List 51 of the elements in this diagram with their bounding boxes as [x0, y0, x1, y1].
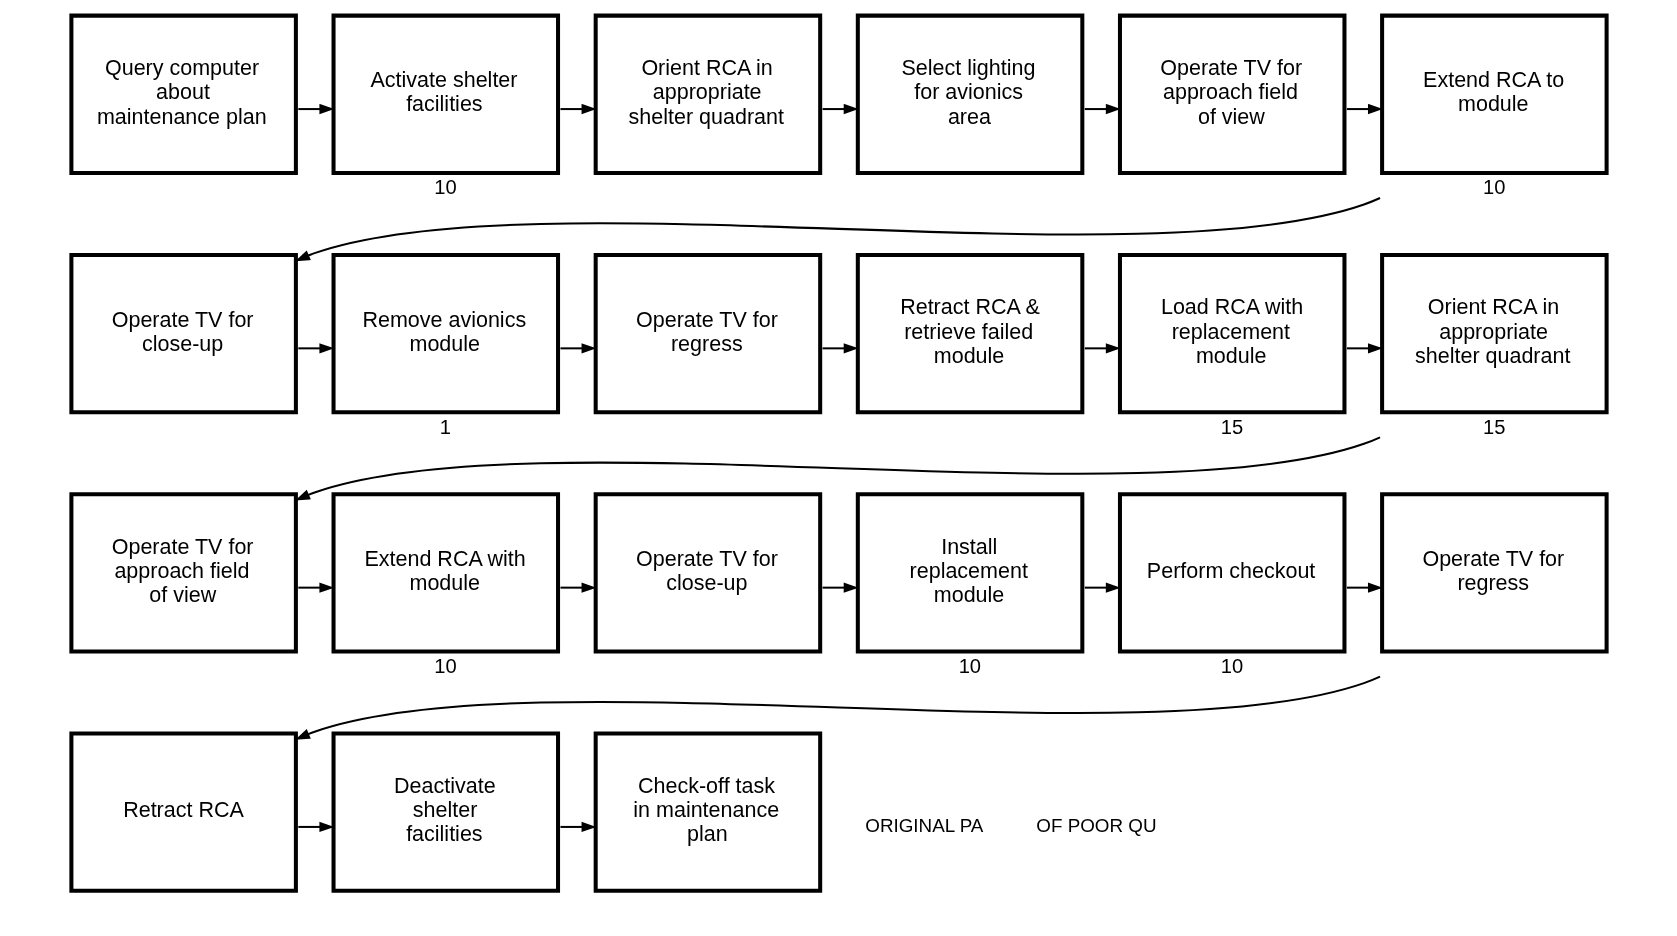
arrow: [1084, 103, 1121, 115]
node-box: Load RCA with replacement module: [1117, 252, 1346, 415]
arrow: [822, 582, 858, 593]
node-box: Retract RCA & retrieve failed module: [855, 252, 1084, 415]
arrow: [1084, 582, 1121, 593]
node-label: 10: [1482, 176, 1505, 199]
node-box: Operate TV for approach field of view: [1117, 13, 1346, 175]
label: OF POOR QU: [1035, 814, 1157, 836]
node-box: Operate TV for close-up: [68, 252, 298, 415]
node-label: 10: [433, 655, 457, 678]
node-box: Perform checkout: [1117, 492, 1346, 654]
arrow: [297, 582, 334, 593]
arrow: [822, 343, 858, 354]
node-label: 10: [1220, 655, 1243, 678]
node-box: Operate TV for regress: [1379, 492, 1609, 654]
arrow: [1084, 343, 1121, 354]
node-box: Check-off task in maintenance plan: [593, 731, 822, 893]
arrow: [297, 103, 334, 115]
arrow: [294, 675, 1380, 740]
node-label: 10: [958, 655, 981, 678]
arrow: [559, 103, 596, 115]
node-label: 15: [1482, 415, 1505, 438]
arrow: [559, 821, 596, 833]
node-box: Retract RCA: [68, 731, 298, 893]
node-box: Operate TV for regress: [593, 252, 822, 415]
node-box: Operate TV for close-up: [593, 492, 822, 654]
node-label: 10: [433, 176, 457, 199]
label: ORIGINAL PA: [864, 814, 983, 836]
node-box: Extend RCA with module: [331, 492, 560, 654]
node-box: Deactivate shelter facilities: [331, 731, 560, 893]
arrow: [1346, 343, 1383, 354]
arrow: [297, 821, 334, 833]
arrow: [294, 197, 1380, 262]
node-box: Select lighting for avionics area: [855, 13, 1084, 175]
arrow: [559, 343, 596, 354]
node-box: Install replacement module: [855, 492, 1084, 654]
arrow: [1346, 582, 1383, 593]
node-box: Query computer about maintenance plan: [68, 13, 298, 175]
node-box: Activate shelter facilities: [331, 13, 560, 175]
node-box: Orient RCA in appropriate shelter quadrant: [1379, 252, 1609, 415]
arrow: [297, 343, 334, 354]
node-box: Extend RCA to module: [1379, 13, 1609, 175]
node-label: 1: [439, 415, 451, 438]
arrow: [1346, 103, 1383, 115]
arrow: [559, 582, 596, 593]
node-box: Operate TV for approach field of view: [68, 492, 298, 654]
arrow: [822, 103, 858, 115]
arrow: [294, 436, 1380, 501]
node-box: Orient RCA in appropriate shelter quadrant: [593, 13, 822, 175]
node-label: 15: [1220, 415, 1243, 438]
node-box: Remove avionics module: [331, 252, 560, 415]
